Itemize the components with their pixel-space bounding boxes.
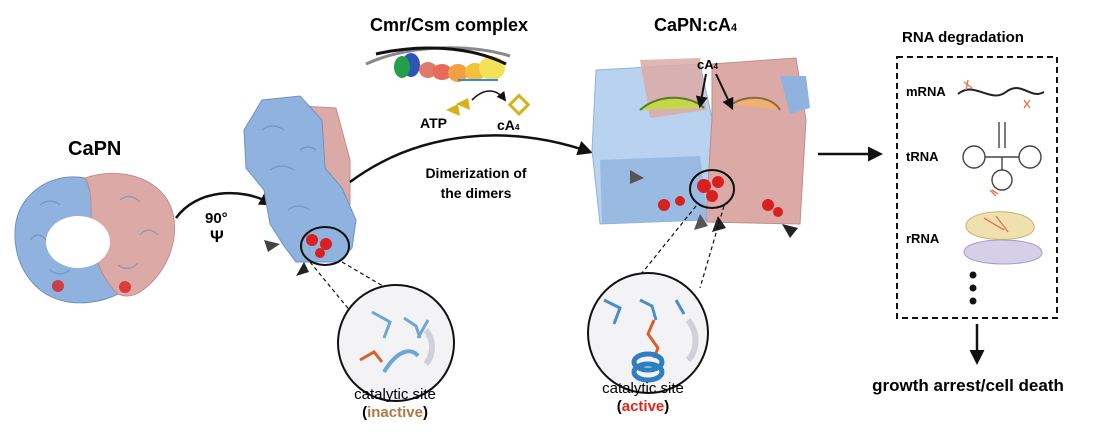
capn-ca4-structure bbox=[591, 57, 810, 238]
rotation-axis-symbol: Ψ bbox=[210, 227, 224, 246]
ellipsis-dots-icon bbox=[969, 271, 977, 305]
capn-side-view-structure bbox=[243, 95, 357, 276]
catalytic-site-left-state: (inactive) bbox=[362, 404, 428, 421]
catalytic-site-right-label: catalytic site bbox=[602, 380, 684, 397]
mrna-label: mRNA bbox=[906, 84, 946, 99]
rna-panel-border bbox=[896, 56, 1058, 319]
ca4-product-text: cA bbox=[497, 117, 515, 133]
zoom-line-left-1 bbox=[309, 261, 357, 319]
zoom-line-left-2 bbox=[341, 261, 435, 317]
capn-ca4-text: CaPN:cA bbox=[654, 15, 732, 35]
rotation-arrow bbox=[174, 191, 275, 219]
ca4-callout-text: cA bbox=[697, 57, 714, 72]
rna-degradation-panel bbox=[896, 56, 1058, 319]
complex-label: Cmr/Csm complex bbox=[370, 15, 529, 35]
trna-label: tRNA bbox=[906, 149, 939, 164]
ca4-callout-subscript: 4 bbox=[713, 62, 718, 71]
dimerization-label-line-2: the dimers bbox=[440, 185, 512, 201]
rna-degradation-title: RNA degradation bbox=[902, 29, 1024, 46]
outcome-label: growth arrest/cell death bbox=[872, 376, 1064, 395]
catalytic-site-left-label: catalytic site bbox=[354, 386, 436, 403]
atp-label: ATP bbox=[420, 115, 447, 131]
ca4-product-subscript: 4 bbox=[514, 122, 520, 132]
active-state-text: active bbox=[621, 398, 665, 415]
zoom-line-right-2 bbox=[699, 205, 725, 289]
dimerization-arrow bbox=[349, 134, 593, 184]
catalytic-site-right-state: (active) bbox=[616, 398, 670, 415]
rotation-angle-label: 90° bbox=[205, 210, 228, 227]
inactive-state-text: inactive bbox=[367, 404, 423, 421]
catalytic-site-inactive-zoom bbox=[337, 284, 455, 402]
rrna-icon bbox=[963, 211, 1043, 265]
cmr-csm-complex-illustration bbox=[365, 46, 531, 117]
capn-ring-structure bbox=[14, 172, 176, 304]
capn-ca4-label: CaPN:cA4 bbox=[654, 15, 737, 36]
rrna-label: rRNA bbox=[906, 231, 940, 246]
catalytic-site-active-zoom bbox=[587, 272, 709, 394]
capn-label: CaPN bbox=[68, 138, 122, 160]
trna-icon bbox=[962, 122, 1042, 197]
ca4-callout-label: cA4 bbox=[697, 57, 718, 72]
dimerization-label-line-1: Dimerization of bbox=[425, 165, 527, 181]
mrna-icon bbox=[957, 87, 1045, 97]
capn-ca4-subscript: 4 bbox=[731, 22, 738, 34]
ca4-product-label: cA4 bbox=[497, 117, 520, 133]
